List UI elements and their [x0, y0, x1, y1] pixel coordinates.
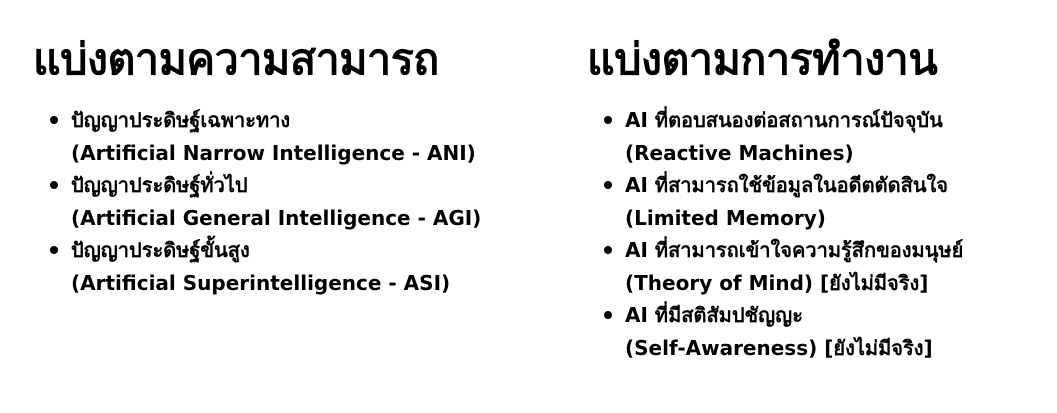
bullet-icon [50, 116, 58, 124]
item-english-label: (Limited Memory) [625, 205, 826, 230]
bullet-icon [604, 181, 612, 189]
list-item-agi: ปัญญาประดิษฐ์ทั่วไป (Artificial General … [33, 169, 553, 234]
bullet-icon [50, 181, 58, 189]
item-english-label: (Theory of Mind) [ยังไม่มีจริง] [625, 270, 929, 295]
bullet-icon [604, 246, 612, 254]
item-thai-label: ปัญญาประดิษฐ์ขั้นสูง [71, 238, 250, 262]
item-thai-label: AI ที่มีสติสัมปชัญญะ [625, 303, 803, 327]
list-item-reactive-machines: AI ที่ตอบสนองต่อสถานการณ์ปัจจุบัน (React… [587, 104, 1047, 169]
item-english-label: (Artificial Superintelligence - ASI) [71, 270, 451, 295]
item-thai-label: AI ที่ตอบสนองต่อสถานการณ์ปัจจุบัน [625, 108, 943, 132]
bullet-icon [50, 246, 58, 254]
item-thai-label: AI ที่สามารถใช้ข้อมูลในอดีตตัดสินใจ [625, 173, 948, 197]
function-heading: แบ่งตามการทำงาน [587, 35, 938, 85]
item-english-label: (Self-Awareness) [ยังไม่มีจริง] [625, 335, 933, 360]
list-item-self-awareness: AI ที่มีสติสัมปชัญญะ (Self-Awareness) [ย… [587, 299, 1047, 364]
bullet-icon [604, 311, 612, 319]
item-thai-label: ปัญญาประดิษฐ์เฉพาะทาง [71, 108, 291, 132]
item-english-label: (Artificial Narrow Intelligence - ANI) [71, 140, 476, 165]
function-classification-section: แบ่งตามการทำงาน AI ที่ตอบสนองต่อสถานการณ… [587, 30, 1047, 364]
list-item-theory-of-mind: AI ที่สามารถเข้าใจความรู้สึกของมนุษย์ (T… [587, 234, 1047, 299]
list-item-ani: ปัญญาประดิษฐ์เฉพาะทาง (Artificial Narrow… [33, 104, 553, 169]
ability-list: ปัญญาประดิษฐ์เฉพาะทาง (Artificial Narrow… [33, 104, 553, 299]
item-thai-label: ปัญญาประดิษฐ์ทั่วไป [71, 173, 248, 197]
list-item-limited-memory: AI ที่สามารถใช้ข้อมูลในอดีตตัดสินใจ (Lim… [587, 169, 1047, 234]
function-list: AI ที่ตอบสนองต่อสถานการณ์ปัจจุบัน (React… [587, 104, 1047, 364]
item-english-label: (Reactive Machines) [625, 140, 854, 165]
bullet-icon [604, 116, 612, 124]
item-english-label: (Artificial General Intelligence - AGI) [71, 205, 482, 230]
ability-classification-section: แบ่งตามความสามารถ ปัญญาประดิษฐ์เฉพาะทาง … [33, 30, 553, 299]
item-thai-label: AI ที่สามารถเข้าใจความรู้สึกของมนุษย์ [625, 238, 964, 262]
ability-heading: แบ่งตามความสามารถ [33, 35, 439, 85]
list-item-asi: ปัญญาประดิษฐ์ขั้นสูง (Artificial Superin… [33, 234, 553, 299]
